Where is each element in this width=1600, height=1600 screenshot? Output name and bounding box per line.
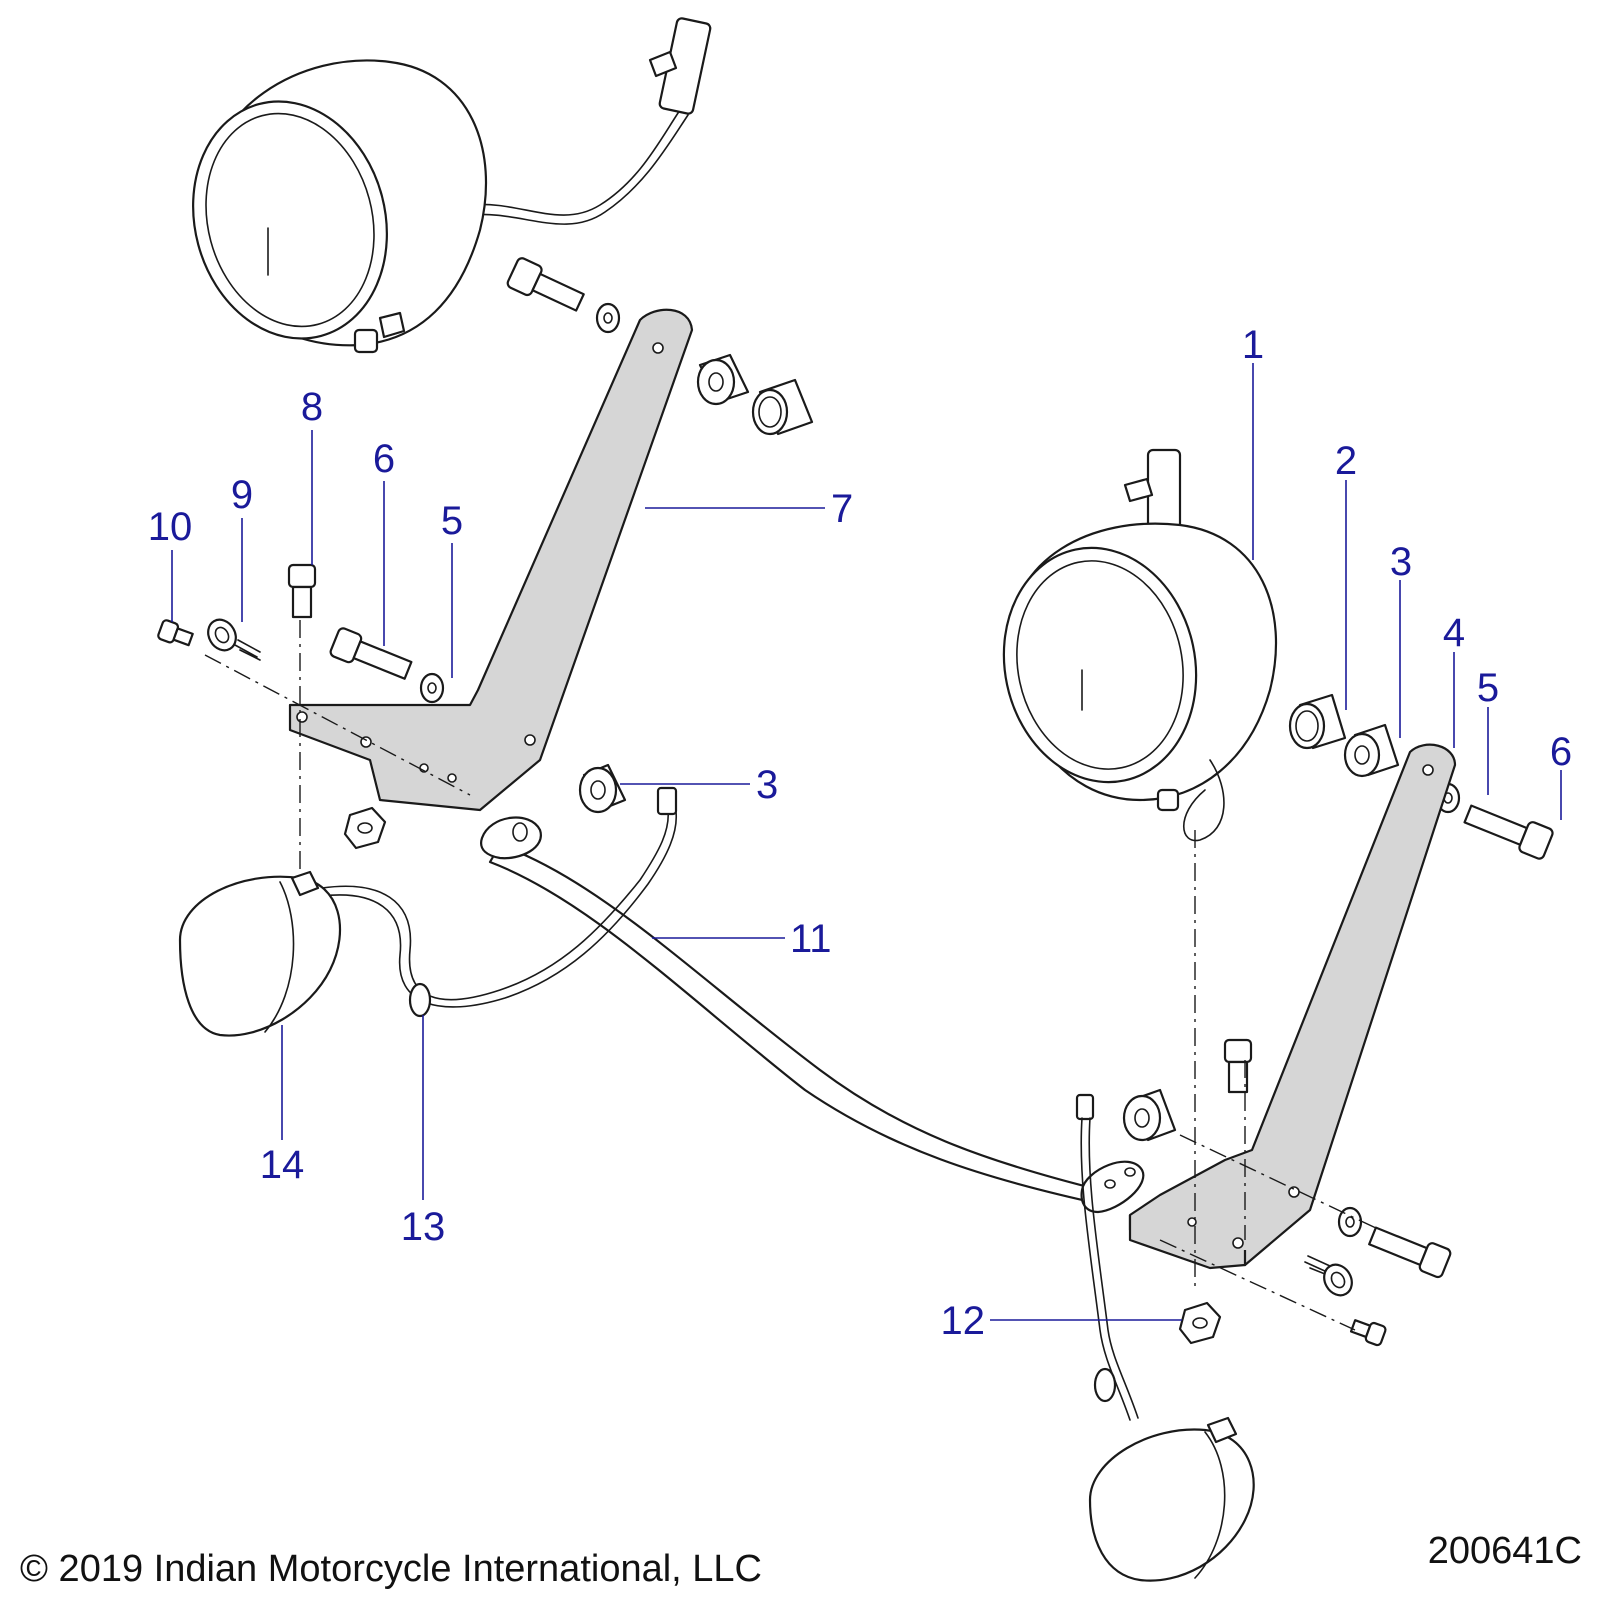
callout-12: 12	[941, 1299, 986, 1343]
callout-6-right: 6	[1550, 730, 1572, 774]
axis-line-right-diagonal-upper	[1179, 1134, 1381, 1231]
callout-1: 1	[1242, 323, 1264, 367]
callout-5-right: 5	[1477, 666, 1499, 710]
right-lower-hardware	[1122, 1038, 1452, 1347]
spacer-2-right	[1288, 693, 1347, 750]
spacer-right-lower	[1122, 1088, 1177, 1142]
callout-labels: 1 2 3 4 5 6 7 8 9 10 6 5 3 11 12 13 14	[148, 323, 1572, 1343]
right-turn-signal-housing	[1088, 1428, 1255, 1582]
callout-11: 11	[790, 917, 832, 961]
spacer-3-right	[1343, 723, 1400, 778]
upper-spacer-right	[751, 378, 814, 436]
callout-9: 9	[231, 473, 253, 517]
left-small-hardware	[157, 563, 627, 850]
grommet-13	[408, 982, 432, 1018]
right-headlamp-connector	[1146, 448, 1182, 532]
drawing-number: 200641C	[1427, 1530, 1582, 1572]
callout-10: 10	[148, 505, 193, 549]
upper-bolt-assembly	[506, 257, 814, 436]
callout-14: 14	[260, 1143, 305, 1187]
upper-spacer-left	[696, 353, 750, 406]
leader-lines	[171, 363, 1562, 1321]
clip-9-right	[1304, 1255, 1353, 1297]
callout-7: 7	[831, 487, 853, 531]
callout-4: 4	[1443, 611, 1465, 655]
bolt-8-left	[287, 563, 317, 619]
callout-2: 2	[1335, 439, 1357, 483]
cross-bar-left-tab	[480, 816, 542, 860]
bolt-6-left	[329, 627, 413, 680]
callout-8: 8	[301, 385, 323, 429]
left-turn-signal	[178, 786, 678, 1037]
axis-line-right-diagonal-lower	[1159, 1239, 1356, 1331]
right-bracket	[1128, 743, 1457, 1270]
left-headlamp	[192, 17, 712, 354]
screw-10-right	[1349, 1319, 1387, 1347]
bolt-8-right	[1223, 1038, 1253, 1094]
right-turn-signal	[1075, 1093, 1255, 1582]
right-headlamp-lens	[1002, 546, 1198, 784]
callout-5-left: 5	[441, 499, 463, 543]
right-headlamp	[1002, 448, 1278, 842]
bolt-right-lower	[1368, 1226, 1452, 1279]
axis-line-left-diagonal	[204, 654, 471, 796]
left-headlamp-lens	[192, 100, 388, 340]
copyright-notice: © 2019 Indian Motorcycle International, …	[20, 1548, 762, 1590]
callout-3-right: 3	[1390, 540, 1412, 584]
callout-6-left: 6	[373, 437, 395, 481]
left-bracket	[288, 308, 694, 812]
upper-bolt-shank	[531, 272, 585, 312]
cross-bar	[480, 816, 1145, 1214]
callout-13: 13	[401, 1205, 446, 1249]
callout-3-left: 3	[756, 763, 778, 807]
clip-9-left	[207, 618, 261, 661]
bolt-6-right	[1463, 804, 1554, 860]
screw-10-left	[157, 619, 194, 647]
left-turn-signal-housing	[178, 875, 342, 1037]
spacer-3-left	[578, 763, 627, 814]
